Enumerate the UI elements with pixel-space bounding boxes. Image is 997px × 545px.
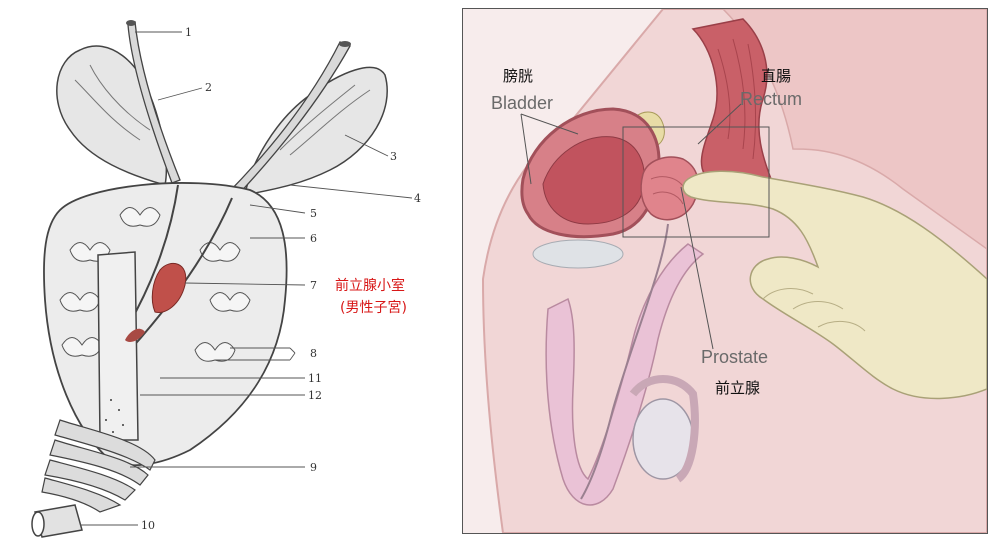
utricle-annotation-line1: 前立腺小室 <box>335 277 405 294</box>
digital-rectal-exam-illustration: 膀胱 Bladder 直腸 Rectum Prostate 前立腺 <box>462 8 988 534</box>
label-number-12: 12 <box>308 389 322 402</box>
detail-box <box>622 126 770 238</box>
prostatic-utricle <box>151 262 187 314</box>
prostate-body <box>43 182 288 467</box>
bladder-label-cn: 膀胱 <box>503 67 533 85</box>
label-number-6: 6 <box>310 232 317 245</box>
prostate-label-en: Prostate <box>701 347 768 367</box>
label-number-10: 10 <box>141 519 155 532</box>
label-number-1: 1 <box>185 26 192 39</box>
gloved-hand <box>682 170 987 400</box>
label-number-9: 9 <box>310 461 317 474</box>
left-vas-deferens <box>127 21 181 184</box>
utricle-annotation-line2: (男性子宮) <box>340 300 407 316</box>
label-number-11: 11 <box>308 372 322 385</box>
label-number-4: 4 <box>414 192 421 205</box>
prostate-anatomy-drawing: 1 2 3 4 5 6 7 8 9 10 11 12 前立腺小室 (男性子宮) <box>0 0 455 545</box>
pubic-bone <box>532 239 624 269</box>
label-number-3: 3 <box>390 150 397 163</box>
label-number-8: 8 <box>310 347 317 360</box>
rectum-label-en: Rectum <box>740 89 802 109</box>
label-number-2: 2 <box>205 81 212 94</box>
prostatic-urethra <box>97 251 139 441</box>
urethral-sphincter <box>41 419 156 513</box>
rectum-label-cn: 直腸 <box>761 67 791 85</box>
label-number-7: 7 <box>310 279 317 292</box>
label-number-5: 5 <box>310 207 317 220</box>
bladder-label-en: Bladder <box>491 93 553 113</box>
prostate-label-cn: 前立腺 <box>715 379 760 397</box>
